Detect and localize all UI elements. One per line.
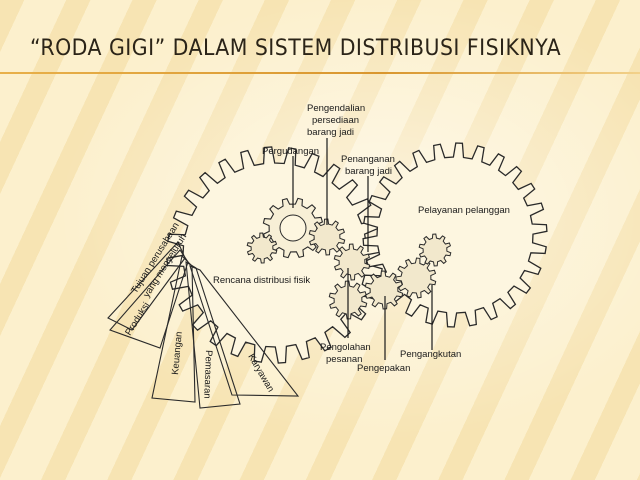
blade-karyawan bbox=[189, 265, 300, 397]
blade-keuangan bbox=[151, 254, 196, 403]
department-fan bbox=[107, 241, 300, 409]
large-gear-left bbox=[166, 146, 384, 364]
blade-pemasaran bbox=[185, 260, 241, 409]
title-underline bbox=[0, 72, 640, 74]
label-pengangkutan: Pengangkutan bbox=[400, 349, 461, 360]
gear-pergudangan-hub bbox=[279, 214, 307, 242]
label-pengolahan-1: Pengolahan bbox=[320, 342, 371, 353]
label-rencana: Rencana distribusi fisik bbox=[213, 275, 310, 286]
gear-pengepakan bbox=[364, 270, 404, 310]
blade-tujuan bbox=[107, 241, 186, 331]
leader-lines bbox=[292, 138, 433, 360]
label-pergudangan: Pergudangan bbox=[262, 146, 319, 157]
label-pengendalian-3: barang jadi bbox=[307, 127, 354, 138]
label-pengendalian-2: persediaan bbox=[312, 115, 359, 126]
label-pelayanan: Pelayanan pelanggan bbox=[418, 205, 510, 216]
slide-title: “RODA GIGI” DALAM SISTEM DISTRIBUSI FISI… bbox=[30, 36, 562, 61]
blade-produksi bbox=[109, 249, 189, 349]
label-pemasaran: Pemasaran bbox=[201, 350, 214, 399]
label-pengendalian-1: Pengendalian bbox=[307, 103, 365, 114]
gear-penanganan bbox=[333, 243, 371, 281]
gear-pelayanan bbox=[418, 233, 452, 267]
label-pengepakan: Pengepakan bbox=[357, 363, 410, 374]
gear-small-left bbox=[246, 232, 278, 264]
label-keuangan: Keuangan bbox=[170, 331, 185, 375]
label-penanganan-2: barang jadi bbox=[345, 166, 392, 177]
gear-pengendalian bbox=[308, 218, 346, 256]
label-produksi: Produksi bbox=[123, 300, 152, 337]
label-pengolahan-2: pesanan bbox=[326, 354, 362, 365]
gear-group bbox=[166, 142, 548, 364]
label-penanganan-1: Penanganan bbox=[341, 154, 395, 165]
